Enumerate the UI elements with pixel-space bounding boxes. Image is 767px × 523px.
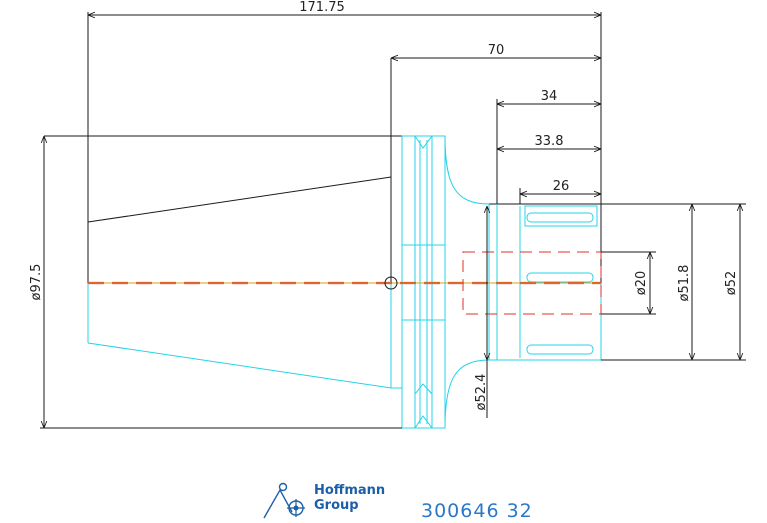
dimension-lines (40, 15, 746, 429)
bore-hidden-lines (88, 251, 602, 315)
gauge-point-marker (384, 276, 398, 290)
dim-clamp-length-338: 33.8 (535, 134, 564, 149)
dim-clamp-length-26: 26 (553, 179, 570, 194)
dim-bore-diameter: ø20 (634, 271, 649, 296)
dim-gauge-length: 70 (488, 43, 505, 58)
dim-collar-diameter: ø52.4 (474, 374, 489, 411)
dim-flange-diameter: ø97.5 (29, 264, 44, 301)
brand-name-line2: Group (314, 498, 359, 513)
hoffmann-group-logo: Hoffmann Group (262, 482, 412, 520)
brand-name-line1: Hoffmann (314, 483, 386, 498)
article-number: 300646 32 (421, 500, 533, 522)
dim-nose-diameter-518: ø51.8 (677, 265, 692, 302)
dim-nose-diameter-52: ø52 (724, 271, 739, 296)
logo-figure-icon (263, 482, 305, 519)
dim-bore-depth: 34 (541, 89, 558, 104)
holder-outline-black (44, 12, 746, 283)
dim-overall-length: 171.75 (299, 0, 345, 15)
